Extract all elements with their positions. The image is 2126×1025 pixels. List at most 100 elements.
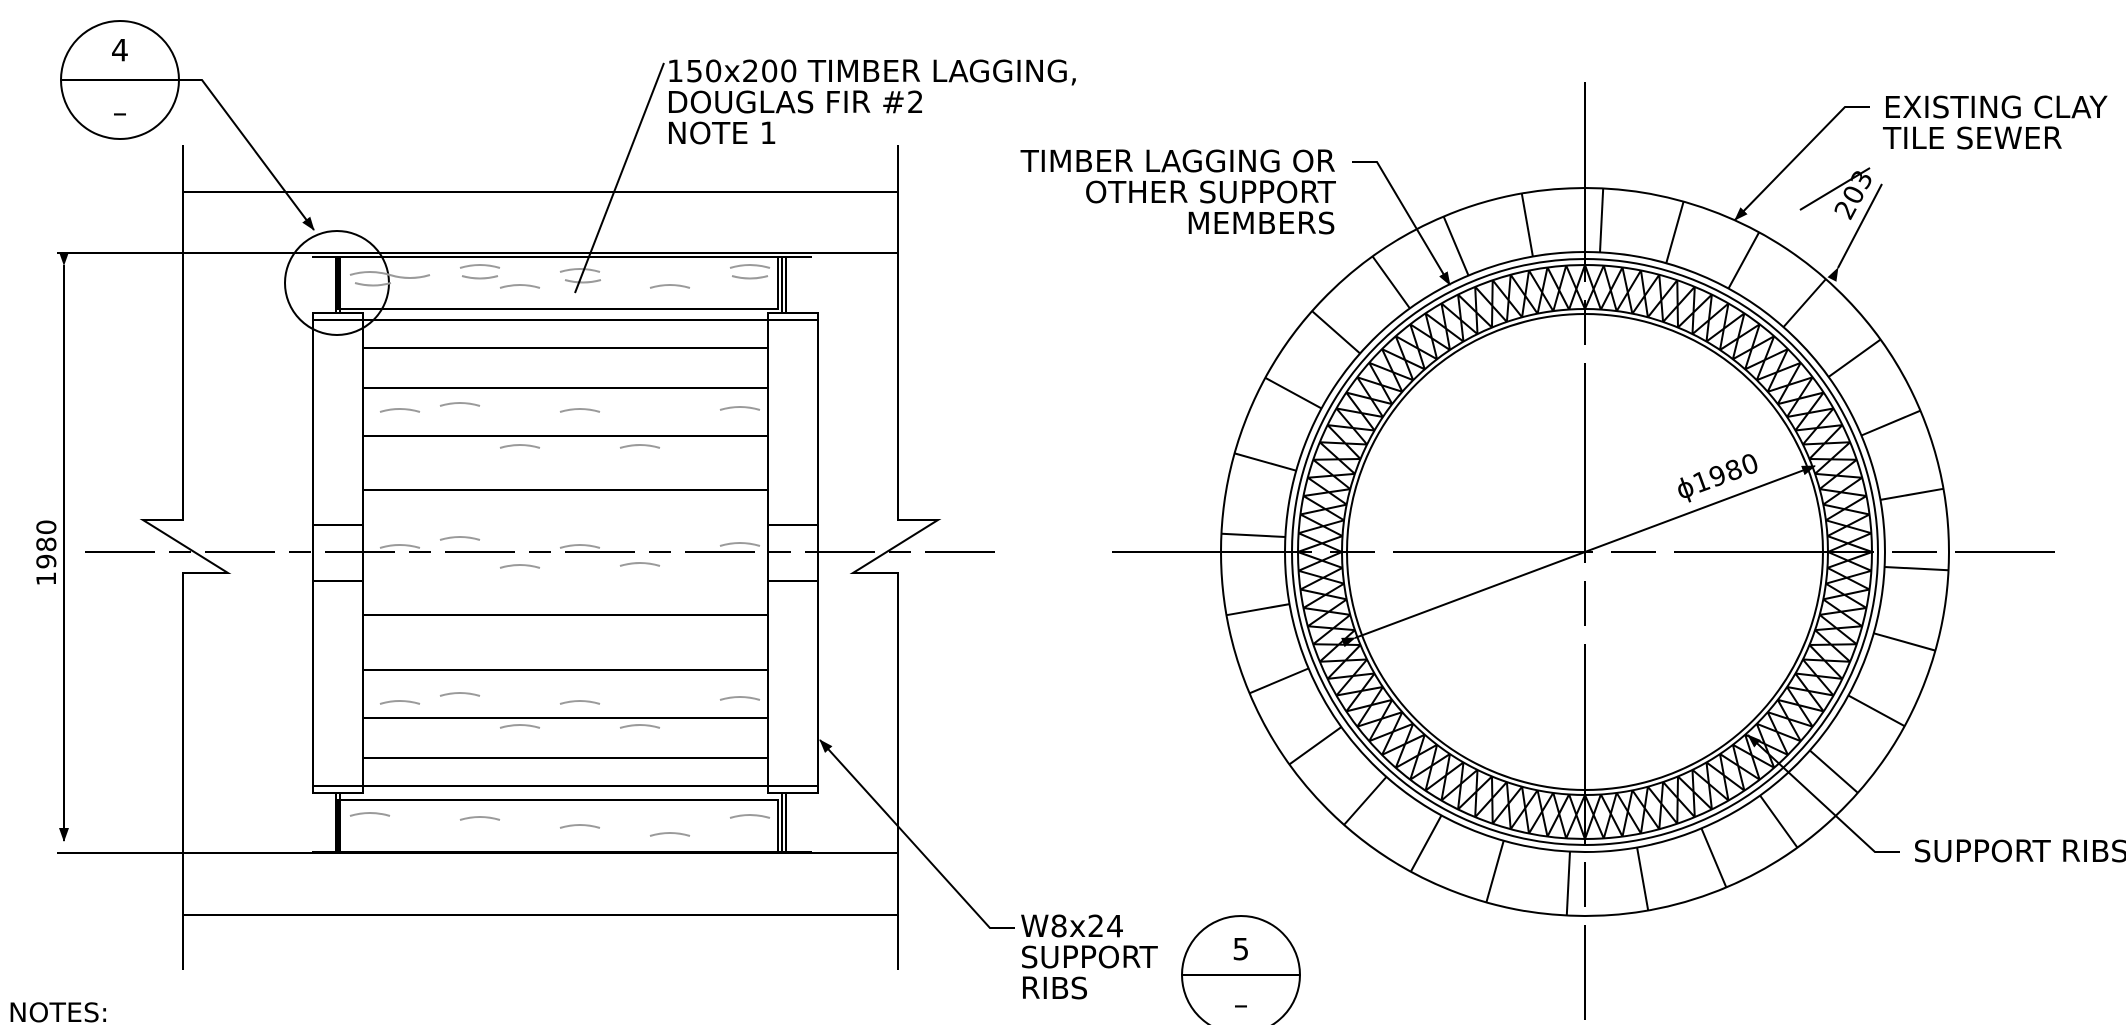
truss-member (1731, 313, 1746, 360)
cross-section (1112, 82, 2055, 1020)
truss-member (1794, 672, 1825, 712)
truss-member (1719, 753, 1761, 781)
block-joint (1288, 726, 1342, 766)
rib-label-line1: W8x24 (1020, 910, 1125, 945)
sewer-block-joints (1221, 188, 1949, 916)
truss-member (1528, 269, 1555, 312)
truss-member (1346, 698, 1393, 713)
rib-leader (819, 739, 1015, 929)
callout-5-sheet: – (1234, 988, 1249, 1023)
truss-member (1307, 598, 1348, 628)
truss-member (1536, 790, 1549, 837)
truss-member (1568, 264, 1586, 310)
truss-member (1756, 361, 1802, 382)
truss-member (1691, 286, 1696, 335)
truss-member (1297, 535, 1343, 553)
truss-member (1368, 361, 1414, 382)
truss-member (1345, 392, 1376, 432)
block-joint (1759, 795, 1799, 849)
truss-member (1552, 792, 1568, 839)
block-joint (1873, 632, 1936, 652)
truss-member (1719, 323, 1761, 351)
longitudinal-section (57, 145, 1000, 970)
truss-member (1409, 323, 1451, 351)
truss-member (1640, 270, 1649, 318)
truss-member (1691, 769, 1696, 818)
truss-member (1300, 503, 1347, 516)
block-joint (1828, 338, 1882, 378)
truss-member (1381, 711, 1404, 756)
truss-member (1809, 458, 1857, 461)
sewer-label-line2: TILE SEWER (1882, 122, 2063, 157)
block-joint (1221, 532, 1286, 538)
truss-member (1819, 607, 1867, 616)
truss-member (1815, 625, 1863, 632)
truss-member (1658, 274, 1665, 322)
block-joint (1371, 255, 1411, 309)
truss-member (1356, 686, 1384, 728)
truss-member (1677, 775, 1713, 811)
truss-member (1300, 588, 1347, 601)
lagging-label-line1: 150x200 TIMBER LAGGING, (666, 55, 1079, 90)
block-joint (1234, 452, 1297, 472)
truss-member (1327, 424, 1375, 432)
truss-member (1521, 786, 1530, 834)
truss-member (1802, 658, 1851, 663)
truss-member (1345, 672, 1376, 712)
truss-member (1814, 629, 1851, 663)
truss-member (1505, 782, 1512, 830)
truss-member (1767, 711, 1814, 728)
truss-member (1394, 723, 1415, 769)
lagging-top (337, 256, 779, 310)
truss-member (1474, 769, 1479, 818)
truss-member (1298, 569, 1345, 585)
truss-member (1731, 744, 1746, 791)
truss-member (1521, 270, 1530, 318)
truss-member (1705, 762, 1713, 810)
diameter-dimension-text: ϕ1980 (1672, 448, 1764, 507)
truss-member (1457, 294, 1465, 342)
block-joint (1861, 409, 1921, 437)
block-joint (1727, 231, 1760, 290)
diameter-dimension-line (1341, 465, 1816, 648)
support-rib-truss (1297, 264, 1873, 840)
truss-member (1302, 495, 1345, 522)
truss-member (1823, 588, 1870, 601)
support-ribs-leader (1747, 734, 1900, 853)
truss-member (1827, 532, 1872, 553)
truss-member (1474, 781, 1508, 818)
truss-member (1802, 658, 1835, 697)
truss-member (1825, 582, 1868, 609)
lagging-leader (574, 62, 665, 294)
truss-member (1335, 407, 1368, 446)
truss-member (1662, 781, 1696, 818)
truss-member (1319, 441, 1368, 446)
truss-member (1298, 519, 1345, 535)
truss-member (1755, 335, 1776, 381)
truss-member (1409, 753, 1451, 781)
truss-member (1766, 348, 1789, 393)
truss-member (1425, 761, 1465, 792)
block-joint (1520, 193, 1534, 257)
truss-member (1346, 391, 1393, 406)
truss-member (1509, 789, 1539, 830)
truss-member (1584, 794, 1605, 839)
lagging-label-line3: NOTE 1 (666, 117, 778, 152)
truss-member (1615, 792, 1642, 835)
truss-member (1814, 441, 1851, 475)
block-joint (1782, 278, 1827, 328)
truss-member (1457, 293, 1493, 329)
truss-member (1326, 644, 1362, 680)
block-joint (1485, 840, 1505, 903)
truss-member (1457, 762, 1465, 810)
truss-member (1705, 312, 1745, 343)
truss-member (1777, 391, 1824, 406)
truss-member (1802, 441, 1851, 446)
truss-member (1602, 792, 1618, 839)
block-joint (1636, 847, 1650, 911)
sewer-label-line1: EXISTING CLAY (1883, 91, 2108, 126)
truss-member (1602, 265, 1618, 312)
truss-member (1631, 274, 1661, 315)
truss-member (1600, 794, 1624, 837)
block-joint (1809, 749, 1859, 794)
